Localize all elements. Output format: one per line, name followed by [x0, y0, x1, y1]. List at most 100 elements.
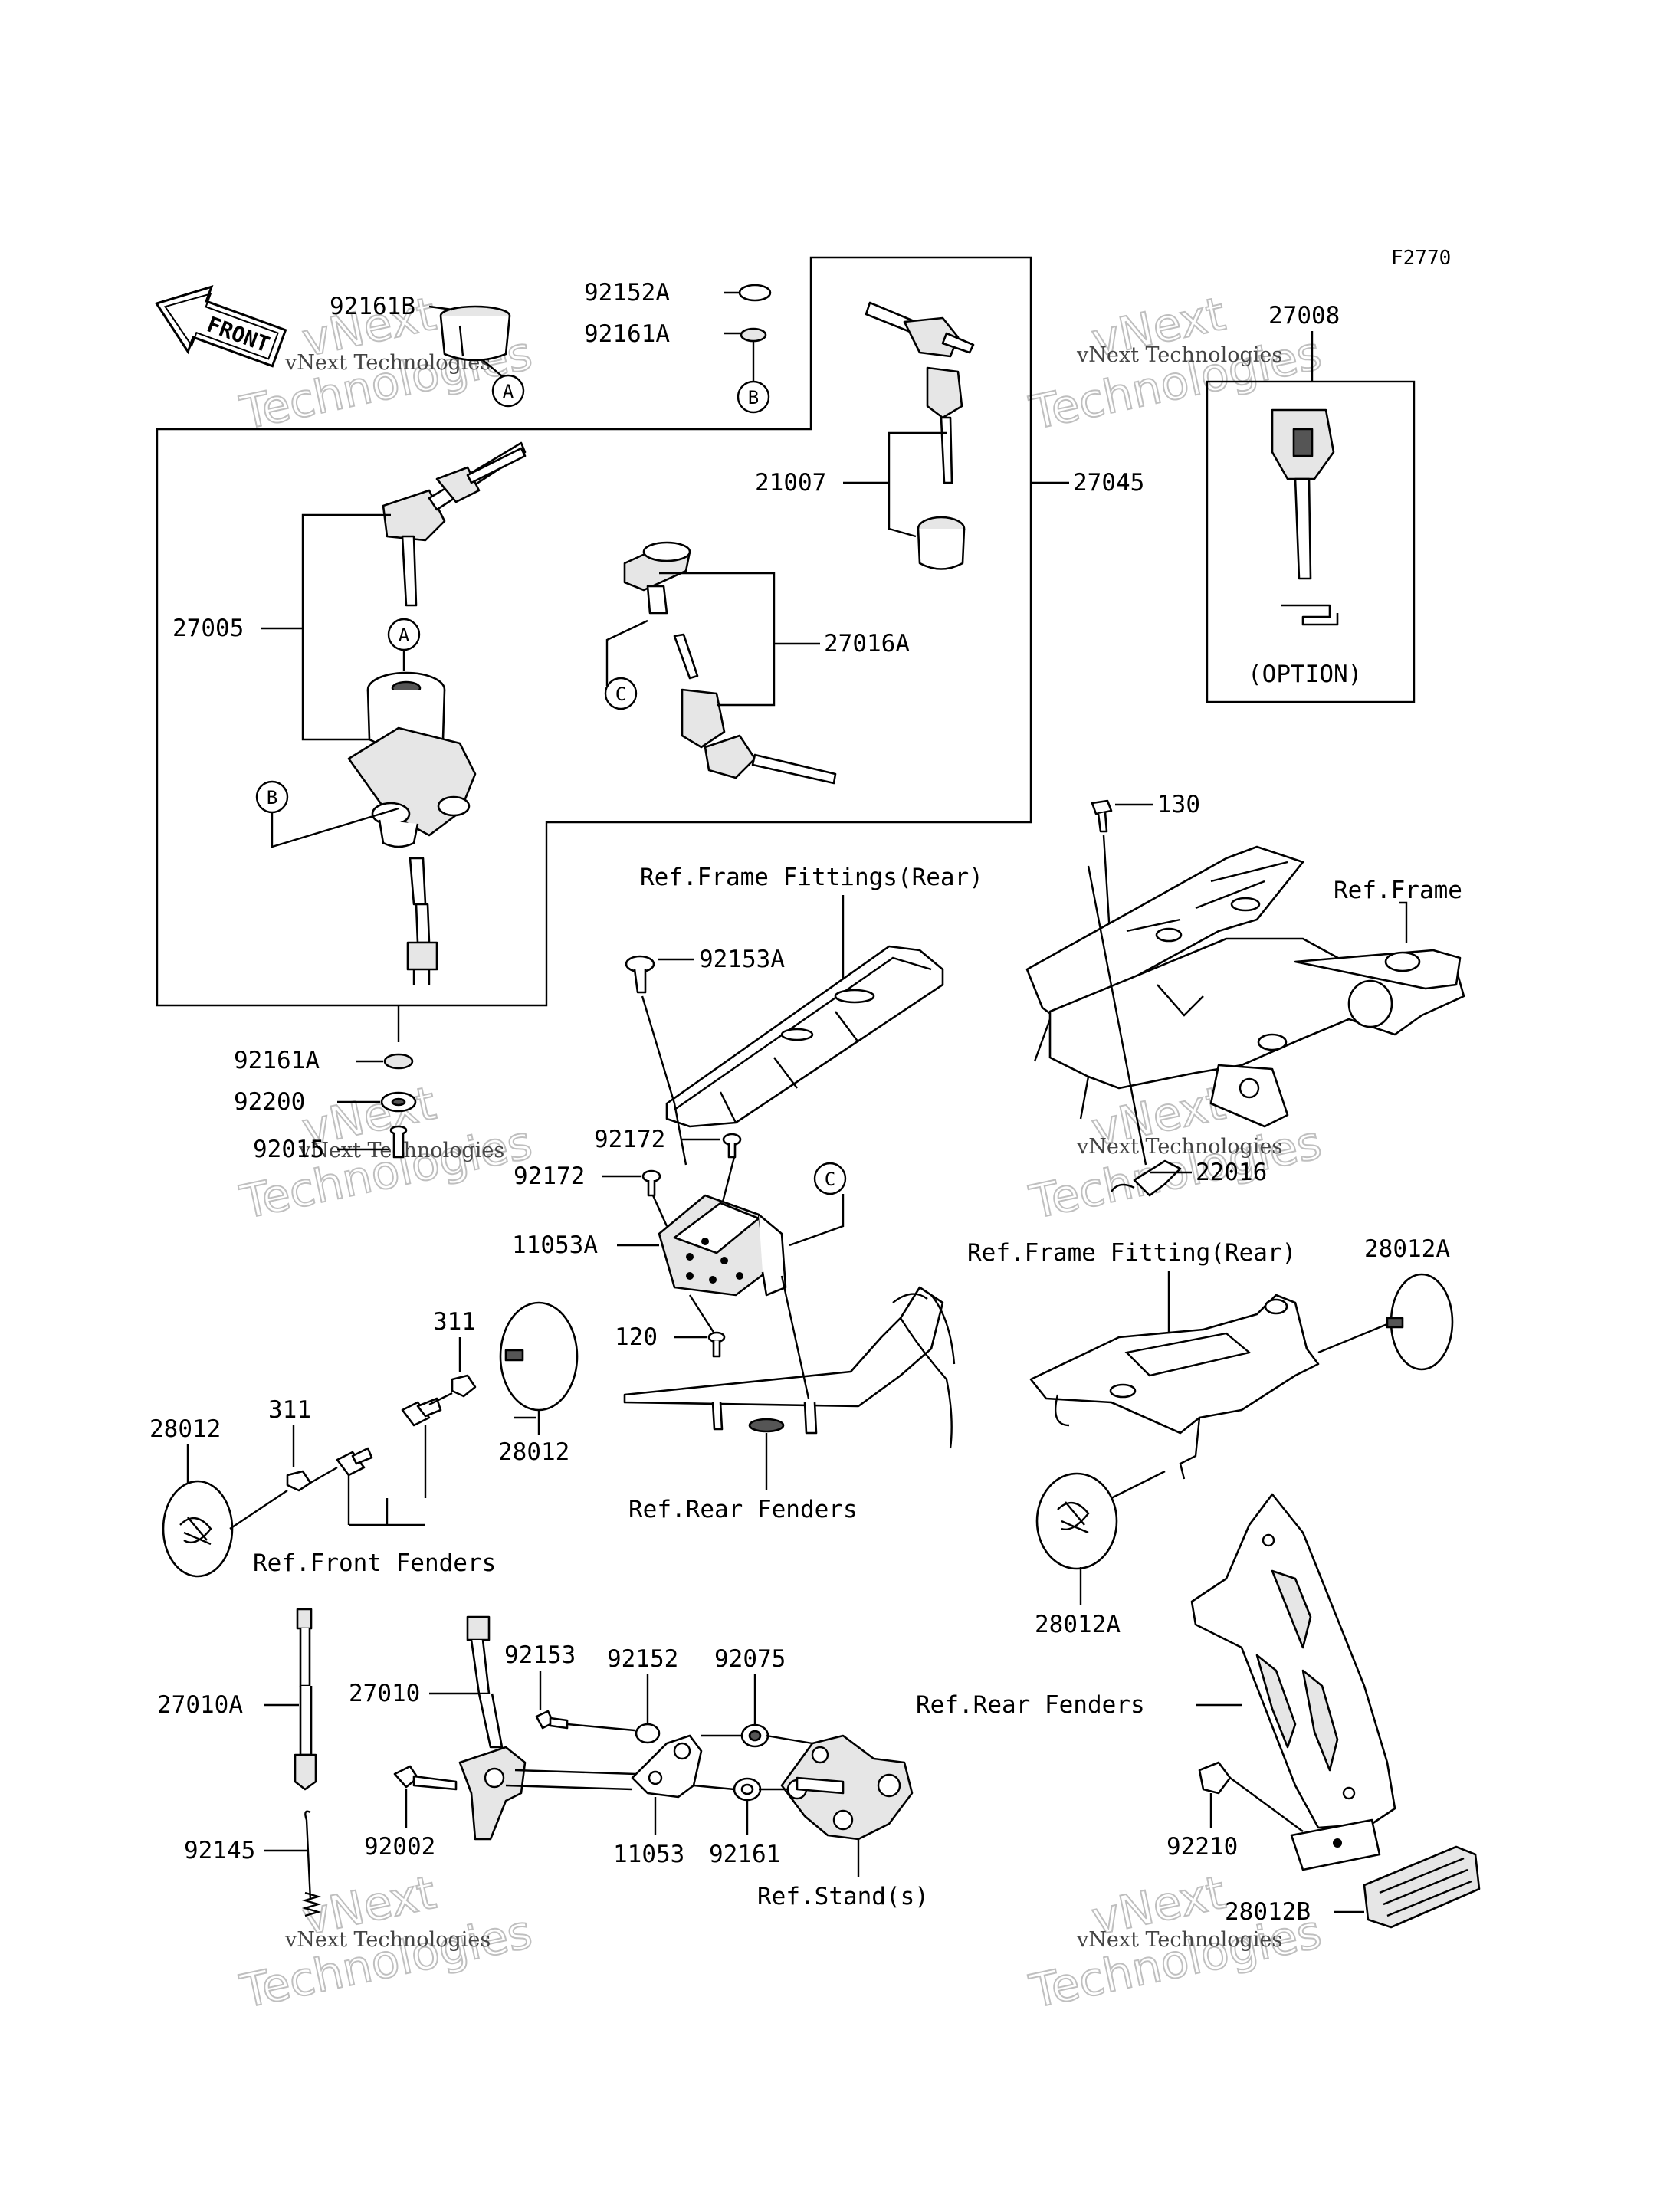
- figure-code: F2770: [1391, 247, 1451, 270]
- label-27016A: 27016A: [824, 630, 910, 657]
- callout-C-mid-label: C: [825, 1169, 835, 1190]
- part-rear-frame: [1025, 845, 1465, 1128]
- label-92153: 92153: [504, 1641, 576, 1669]
- label-ref-frame-fittings-rear: Ref.Frame Fittings(Rear): [640, 864, 983, 891]
- part-92152-washer: [635, 1723, 661, 1744]
- part-27016A-keys: [673, 633, 837, 785]
- part-frame-fitting-rear-rail: [665, 945, 944, 1128]
- callout-C-top: [604, 677, 638, 710]
- label-27005: 27005: [172, 615, 244, 642]
- label-option: (OPTION): [1248, 661, 1362, 688]
- label-28012-mid: 28012: [498, 1438, 569, 1466]
- part-spacer-lower: [336, 1447, 373, 1477]
- part-27005-switch: [347, 671, 477, 985]
- label-311-a: 311: [433, 1308, 476, 1336]
- part-28012-mid-reflector: [499, 1301, 579, 1412]
- label-ref-frame: Ref.Frame: [1334, 877, 1462, 904]
- part-92002-bolt: [393, 1765, 458, 1791]
- part-28012A-top-reflector: [1386, 1273, 1454, 1371]
- label-130: 130: [1157, 791, 1200, 818]
- label-92161A-low: 92161A: [234, 1047, 320, 1074]
- label-92200: 92200: [234, 1088, 305, 1116]
- watermark-bot-left: vNext Technologies vNext Technologies: [235, 1865, 538, 2020]
- svg-text:vNext Technologies: vNext Technologies: [1076, 343, 1282, 367]
- callout-B-top-label: B: [748, 387, 759, 408]
- part-28012B-reflector: [1290, 1818, 1481, 1929]
- part-27016A-lock: [623, 541, 691, 615]
- label-120: 120: [615, 1323, 658, 1351]
- part-27010-switch: [458, 1615, 527, 1841]
- callout-A-top: [491, 374, 525, 408]
- part-stand-bracket: [780, 1734, 914, 1841]
- label-27008: 27008: [1268, 302, 1340, 330]
- part-92161-washer: [733, 1777, 762, 1802]
- label-92161: 92161: [709, 1841, 780, 1868]
- callout-A-top-label: A: [503, 381, 514, 402]
- label-27045: 27045: [1073, 469, 1144, 497]
- svg-text:vNext Technologies: vNext Technologies: [1076, 1135, 1282, 1159]
- part-frame-fitting-rear-plate: [1029, 1294, 1320, 1480]
- label-ref-front-fenders: Ref.Front Fenders: [253, 1549, 496, 1577]
- svg-text:vNext Technologies: vNext Technologies: [1076, 1928, 1282, 1952]
- callout-A-mid-label: A: [399, 625, 410, 646]
- part-92153-bolt: [535, 1710, 569, 1730]
- part-92172-screw-a: [722, 1133, 742, 1159]
- label-ref-rear-fenders-mid: Ref.Rear Fenders: [628, 1496, 858, 1523]
- part-311-nut-a: [451, 1374, 477, 1398]
- label-28012A-top: 28012A: [1364, 1235, 1450, 1263]
- label-92002: 92002: [364, 1833, 435, 1861]
- label-11053A: 11053A: [512, 1231, 598, 1259]
- part-92152A: [738, 284, 772, 302]
- label-28012B: 28012B: [1225, 1898, 1311, 1926]
- part-rear-fender-mid: [623, 1286, 956, 1449]
- label-92161B: 92161B: [330, 293, 415, 320]
- part-27008-key: [1271, 408, 1339, 626]
- callout-C-top-label: C: [615, 684, 626, 705]
- part-27005-keys: [382, 441, 527, 607]
- label-92075: 92075: [714, 1645, 786, 1673]
- label-ref-rear-fenders-right: Ref.Rear Fenders: [916, 1691, 1145, 1719]
- label-21007: 21007: [755, 469, 826, 497]
- label-28012A-bot: 28012A: [1035, 1611, 1121, 1638]
- part-11053A-bracket: [658, 1194, 787, 1297]
- callout-B-top: [737, 380, 770, 414]
- label-92015: 92015: [253, 1136, 324, 1163]
- part-11053-plate: [631, 1734, 703, 1799]
- part-22016-clip: [1111, 1159, 1182, 1197]
- label-27010A: 27010A: [157, 1691, 243, 1719]
- label-92172-a: 92172: [594, 1126, 665, 1153]
- part-21007-keys: [865, 301, 975, 484]
- callout-C-mid: [813, 1162, 847, 1195]
- part-130-bolt: [1091, 799, 1113, 833]
- part-92015-screw: [389, 1125, 408, 1159]
- front-arrow-icon: FRONT: [154, 284, 287, 368]
- part-92153A-bolt: [625, 955, 655, 994]
- part-311-nut-b: [286, 1470, 312, 1492]
- label-92152: 92152: [607, 1645, 678, 1673]
- kit-27045-outline: [156, 256, 1032, 1007]
- label-92210: 92210: [1166, 1833, 1238, 1861]
- part-spacer-upper: [401, 1397, 442, 1427]
- part-92210-nut: [1198, 1761, 1232, 1795]
- svg-text:vNext Technologies: vNext Technologies: [284, 1928, 491, 1952]
- callout-B-mid-label: B: [267, 787, 277, 808]
- option-box: [1206, 380, 1416, 703]
- part-92145-spring: [301, 1810, 322, 1917]
- label-92172-b: 92172: [514, 1162, 585, 1190]
- label-28012-left: 28012: [149, 1415, 221, 1443]
- part-21007-cap: [917, 516, 966, 570]
- label-92161A-top: 92161A: [584, 320, 670, 348]
- part-120-screw: [707, 1331, 726, 1358]
- label-11053: 11053: [613, 1841, 684, 1868]
- label-22016: 22016: [1196, 1159, 1267, 1186]
- part-27010A-switch: [294, 1608, 317, 1791]
- label-92153A: 92153A: [699, 946, 785, 973]
- label-92145: 92145: [184, 1837, 255, 1864]
- label-92152A: 92152A: [584, 279, 670, 307]
- label-ref-stands: Ref.Stand(s): [757, 1883, 929, 1910]
- label-311-b: 311: [268, 1396, 311, 1424]
- part-92161A-low: [383, 1053, 414, 1070]
- part-rear-fender-right: [1190, 1493, 1396, 1829]
- part-92161A-top: [740, 327, 767, 343]
